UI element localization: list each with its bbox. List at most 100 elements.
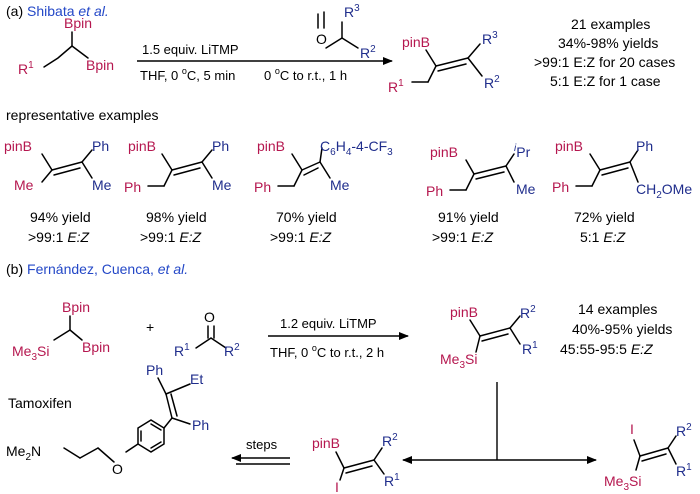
svg-text:Me: Me [212,177,232,193]
svg-text:Ph: Ph [192,417,209,433]
example-1: pinB Me Ph Me 94% yield >99:1 E:Z [4,138,112,245]
svg-text:R1: R1 [676,462,692,479]
example-2: pinB Ph Ph Me 98% yield >99:1 E:Z [124,138,232,245]
svg-text:Ph: Ph [254,179,271,195]
svg-text:45:55-95:5 E:Z: 45:55-95:5 E:Z [560,341,653,357]
svg-text:R1: R1 [388,78,404,95]
svg-text:98% yield: 98% yield [146,209,207,225]
svg-text:Ph: Ph [552,179,569,195]
svg-text:R2: R2 [224,342,240,359]
svg-text:Et: Et [190,371,203,387]
svg-text:O: O [204,309,215,325]
svg-text:THF, 0 oC to r.t., 2 h: THF, 0 oC to r.t., 2 h [270,343,384,360]
svg-text:14 examples: 14 examples [578,301,657,317]
panel-b: (b) Fernández, Cuenca, et al. Bpin Bpin … [6,261,692,494]
svg-text:>99:1 E:Z: >99:1 E:Z [28,229,90,245]
svg-text:>99:1 E:Z: >99:1 E:Z [432,229,494,245]
svg-text:pinB: pinB [128,138,156,154]
svg-text:Me3Si: Me3Si [604,473,641,493]
svg-text:91% yield: 91% yield [438,209,499,225]
example-3: pinB Ph C6H4-4-CF3 Me 70% yield >99:1 E:… [254,138,393,245]
svg-text:Ph: Ph [212,138,229,154]
svg-text:R3: R3 [482,30,498,47]
svg-text:Bpin: Bpin [82,339,110,355]
substrate-b: Bpin Bpin Me3Si [12,299,110,363]
svg-text:R1: R1 [18,60,34,77]
svg-text:Bpin: Bpin [64,15,92,31]
panel-b-label: (b) Fernández, Cuenca, et al. [6,261,188,277]
svg-text:Me3Si: Me3Si [12,343,49,363]
svg-text:I: I [335,479,339,494]
representative-label: representative examples [6,107,159,123]
svg-text:pinB: pinB [555,138,583,154]
svg-text:21 examples: 21 examples [571,16,650,32]
svg-text:1.5 equiv. LiTMP: 1.5 equiv. LiTMP [142,42,239,57]
svg-text:R1: R1 [384,472,400,489]
svg-text:>99:1 E:Z: >99:1 E:Z [270,229,332,245]
iodo-product-left: pinB I R2 R1 [312,432,400,494]
svg-text:pinB: pinB [450,304,478,320]
svg-text:pinB: pinB [312,435,340,451]
substrate-a: R1 Bpin Bpin [18,15,114,77]
svg-text:5:1 E:Z for 1 case: 5:1 E:Z for 1 case [550,73,661,89]
svg-text:R2: R2 [382,432,398,449]
example-4: pinB Ph iPr Me 91% yield >99:1 E:Z [426,143,536,245]
svg-text:pinB: pinB [4,138,32,154]
svg-text:R2: R2 [360,44,376,61]
svg-text:R2: R2 [520,304,536,321]
svg-text:>99:1 E:Z for 20 cases: >99:1 E:Z for 20 cases [534,54,675,70]
svg-text:Ph: Ph [146,362,163,378]
svg-text:Ph: Ph [92,138,109,154]
svg-text:R1: R1 [522,340,538,357]
svg-text:pinB: pinB [402,34,430,50]
svg-text:0 oC to r.t., 1 h: 0 oC to r.t., 1 h [264,66,347,83]
svg-text:CH2OMe: CH2OMe [636,181,692,201]
svg-text:94% yield: 94% yield [30,209,91,225]
svg-text:70% yield: 70% yield [276,209,337,225]
svg-text:THF, 0 oC, 5 min: THF, 0 oC, 5 min [140,66,235,83]
svg-text:Bpin: Bpin [62,299,90,315]
svg-text:O: O [112,461,123,477]
svg-text:pinB: pinB [430,144,458,160]
ketone-a: O R3 R2 [316,3,376,61]
svg-text:>99:1 E:Z: >99:1 E:Z [140,229,202,245]
panel-a: (a) Shibata et al. R1 Bpin Bpin O R3 R2 … [4,3,692,245]
svg-text:1.2 equiv. LiTMP: 1.2 equiv. LiTMP [280,316,377,331]
summary-b: 14 examples 40%-95% yields 45:55-95:5 E:… [560,301,672,357]
panel-a-label: (a) Shibata et al. [6,3,109,19]
example-5: pinB Ph Ph CH2OMe 72% yield 5:1 E:Z [552,138,692,245]
product-a: pinB R1 R3 R2 [388,30,500,95]
svg-text:iPr: iPr [514,143,531,160]
svg-text:72% yield: 72% yield [574,209,635,225]
svg-text:5:1 E:Z: 5:1 E:Z [580,229,626,245]
svg-text:Me: Me [330,177,350,193]
svg-text:R2: R2 [676,422,692,439]
svg-text:pinB: pinB [257,138,285,154]
tamoxifen-label: Tamoxifen [8,395,72,411]
svg-text:R2: R2 [484,74,500,91]
branch-arrows [402,382,597,464]
svg-text:Me: Me [516,181,536,197]
product-b: pinB Me3Si R2 R1 [440,304,538,371]
svg-text:C6H4-4-CF3: C6H4-4-CF3 [320,138,393,158]
svg-text:steps: steps [246,437,278,452]
svg-text:Ph: Ph [426,183,443,199]
plus-sign: + [146,319,154,335]
reaction-arrow-a: 1.5 equiv. LiTMP THF, 0 oC, 5 min 0 oC t… [137,42,393,83]
iodo-product-right: I Me3Si R2 R1 [604,421,692,493]
svg-text:Ph: Ph [124,179,141,195]
svg-text:Me2N: Me2N [6,443,41,463]
svg-text:Me3Si: Me3Si [440,351,477,371]
svg-text:Bpin: Bpin [86,57,114,73]
svg-text:I: I [630,421,634,437]
svg-text:Me: Me [14,177,34,193]
svg-text:40%-95% yields: 40%-95% yields [572,321,672,337]
svg-text:R1: R1 [174,342,190,359]
svg-text:Me: Me [92,177,112,193]
svg-text:R3: R3 [344,3,360,20]
oxygen-atom: O [316,31,327,47]
svg-text:Ph: Ph [636,138,653,154]
summary-a: 21 examples 34%-98% yields >99:1 E:Z for… [534,16,675,89]
ketone-b: O R1 R2 [174,309,240,359]
